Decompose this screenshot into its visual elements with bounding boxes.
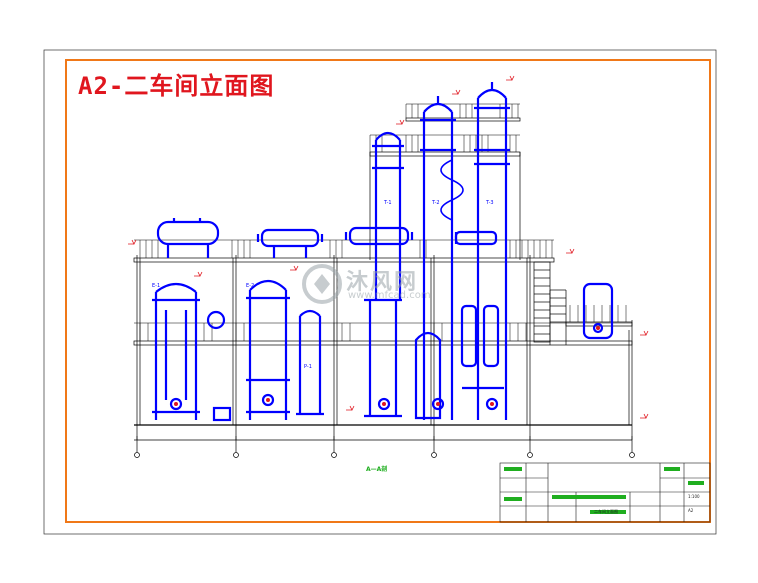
watermark-url: www.mfcad.com xyxy=(348,290,431,301)
nozzle-markers xyxy=(174,326,600,406)
watermark-logo-icon xyxy=(302,264,342,304)
watermark-text: 沐风网 xyxy=(346,270,419,295)
drawing-title: A2-二车间立面图 xyxy=(78,72,275,100)
elevation-markers xyxy=(128,75,649,419)
title-block-stamps xyxy=(504,467,704,514)
title-block-drawing-name: 二车间立面图 xyxy=(594,509,618,514)
tag-e2: E-2 xyxy=(246,283,255,289)
tag-t1: T-1 xyxy=(384,200,392,206)
title-block-sheet: A2 xyxy=(688,508,694,513)
inner-frame xyxy=(65,59,711,523)
tag-t3: T-3 xyxy=(486,200,494,206)
section-label: A—A剖 xyxy=(366,466,388,473)
axis-bubbles xyxy=(134,452,635,458)
process-equipment xyxy=(152,82,614,422)
tag-t2: T-2 xyxy=(432,200,440,206)
outer-frame xyxy=(43,49,717,535)
building-structure xyxy=(133,117,633,452)
tag-p1: P-1 xyxy=(304,364,312,370)
watermark: 沐风网 www.mfcad.com xyxy=(300,262,470,312)
tag-e1: E-1 xyxy=(152,283,161,289)
title-block-scale: 1:100 xyxy=(688,494,700,499)
